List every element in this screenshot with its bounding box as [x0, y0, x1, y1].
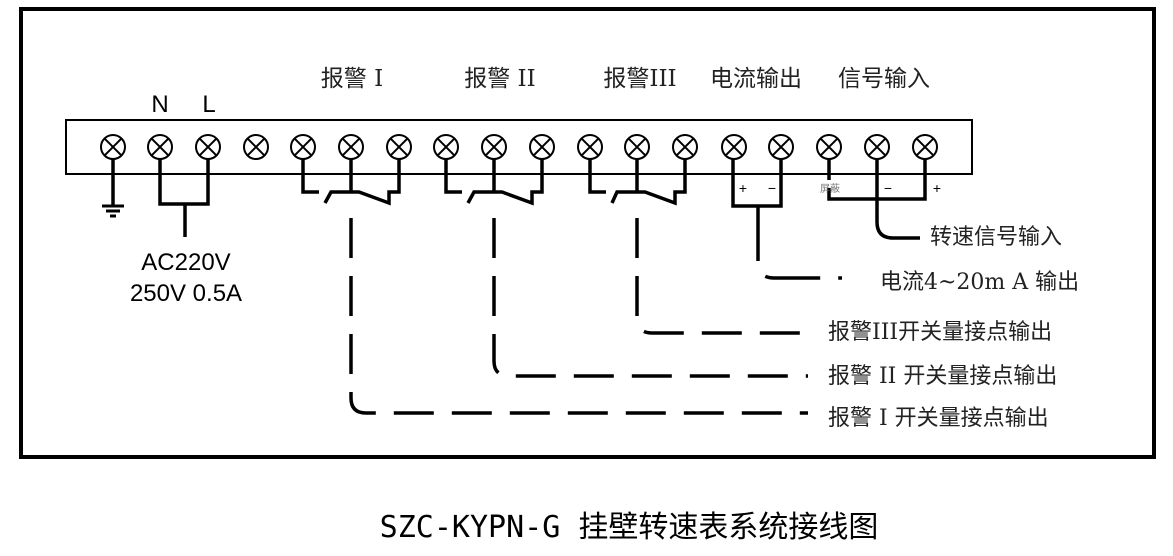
- terminal-screw-icon: [147, 134, 173, 160]
- terminal-screw-icon: [864, 134, 890, 160]
- terminal-screw-icon: [721, 134, 747, 160]
- relay-contact-icon: [588, 159, 687, 206]
- label-alarm-1: 报警 I: [321, 66, 383, 92]
- outer-frame: [19, 7, 1156, 459]
- label-current-output: 电流输出: [710, 66, 802, 92]
- terminal-screw-icon: [577, 134, 603, 160]
- terminal-screw-icon: [386, 134, 412, 160]
- current-plus-mark: +: [739, 180, 747, 196]
- power-rating: 250V 0.5A: [130, 280, 242, 307]
- signal-plus-mark: +: [933, 180, 941, 196]
- alarm-1-lead: [349, 218, 808, 415]
- signal-minus-mark: −: [884, 180, 892, 196]
- shield-mark: 屏蔽: [820, 183, 840, 195]
- terminal-screw-icon: [529, 134, 555, 160]
- terminal-screw-icon: [481, 134, 507, 160]
- wire-group: [102, 159, 927, 415]
- terminal-screw-icon: [768, 134, 794, 160]
- terminal-screw-icon: [672, 134, 698, 160]
- terminal-screw-icon: [338, 134, 364, 160]
- terminal-strip: [65, 119, 973, 175]
- alarm-3-output-label: 报警III开关量接点输出: [828, 320, 1052, 345]
- alarm-3-lead: [635, 218, 808, 335]
- terminal-screw-icon: [290, 134, 316, 160]
- relay-contact-icon: [301, 159, 401, 206]
- terminal-screw-icon: [243, 134, 269, 160]
- speed-signal-input-label: 转速信号输入: [930, 225, 1062, 250]
- terminal-screw-icon: [195, 134, 221, 160]
- label-signal-input: 信号输入: [838, 66, 930, 92]
- current-output-lead: [756, 206, 842, 280]
- label-n: N: [151, 91, 168, 118]
- relay-contact-icon: [444, 159, 544, 206]
- terminal-screw-icon: [624, 134, 650, 160]
- power-voltage: AC220V: [141, 249, 230, 276]
- power-wire: [158, 159, 210, 206]
- diagram-title: SZC-KYPN-G 挂壁转速表系统接线图: [380, 510, 879, 545]
- label-alarm-3: 报警III: [603, 66, 676, 92]
- terminal-screw-icon: [816, 134, 842, 160]
- alarm-2-output-label: 报警 II 开关量接点输出: [828, 364, 1057, 389]
- label-alarm-2: 报警 II: [464, 66, 535, 92]
- alarm-2-lead: [492, 218, 808, 378]
- alarm-1-output-label: 报警 I 开关量接点输出: [828, 406, 1049, 431]
- ground-icon: [102, 204, 124, 218]
- label-l: L: [202, 91, 215, 118]
- signal-input-lead: [875, 159, 920, 240]
- terminal-screw-icon: [912, 134, 938, 160]
- current-output-label: 电流4~20m A 输出: [880, 270, 1079, 295]
- current-minus-mark: −: [768, 180, 776, 196]
- terminal-screw-icon: [100, 134, 126, 160]
- terminal-screw-icon: [433, 134, 459, 160]
- terminal-group: [100, 134, 938, 160]
